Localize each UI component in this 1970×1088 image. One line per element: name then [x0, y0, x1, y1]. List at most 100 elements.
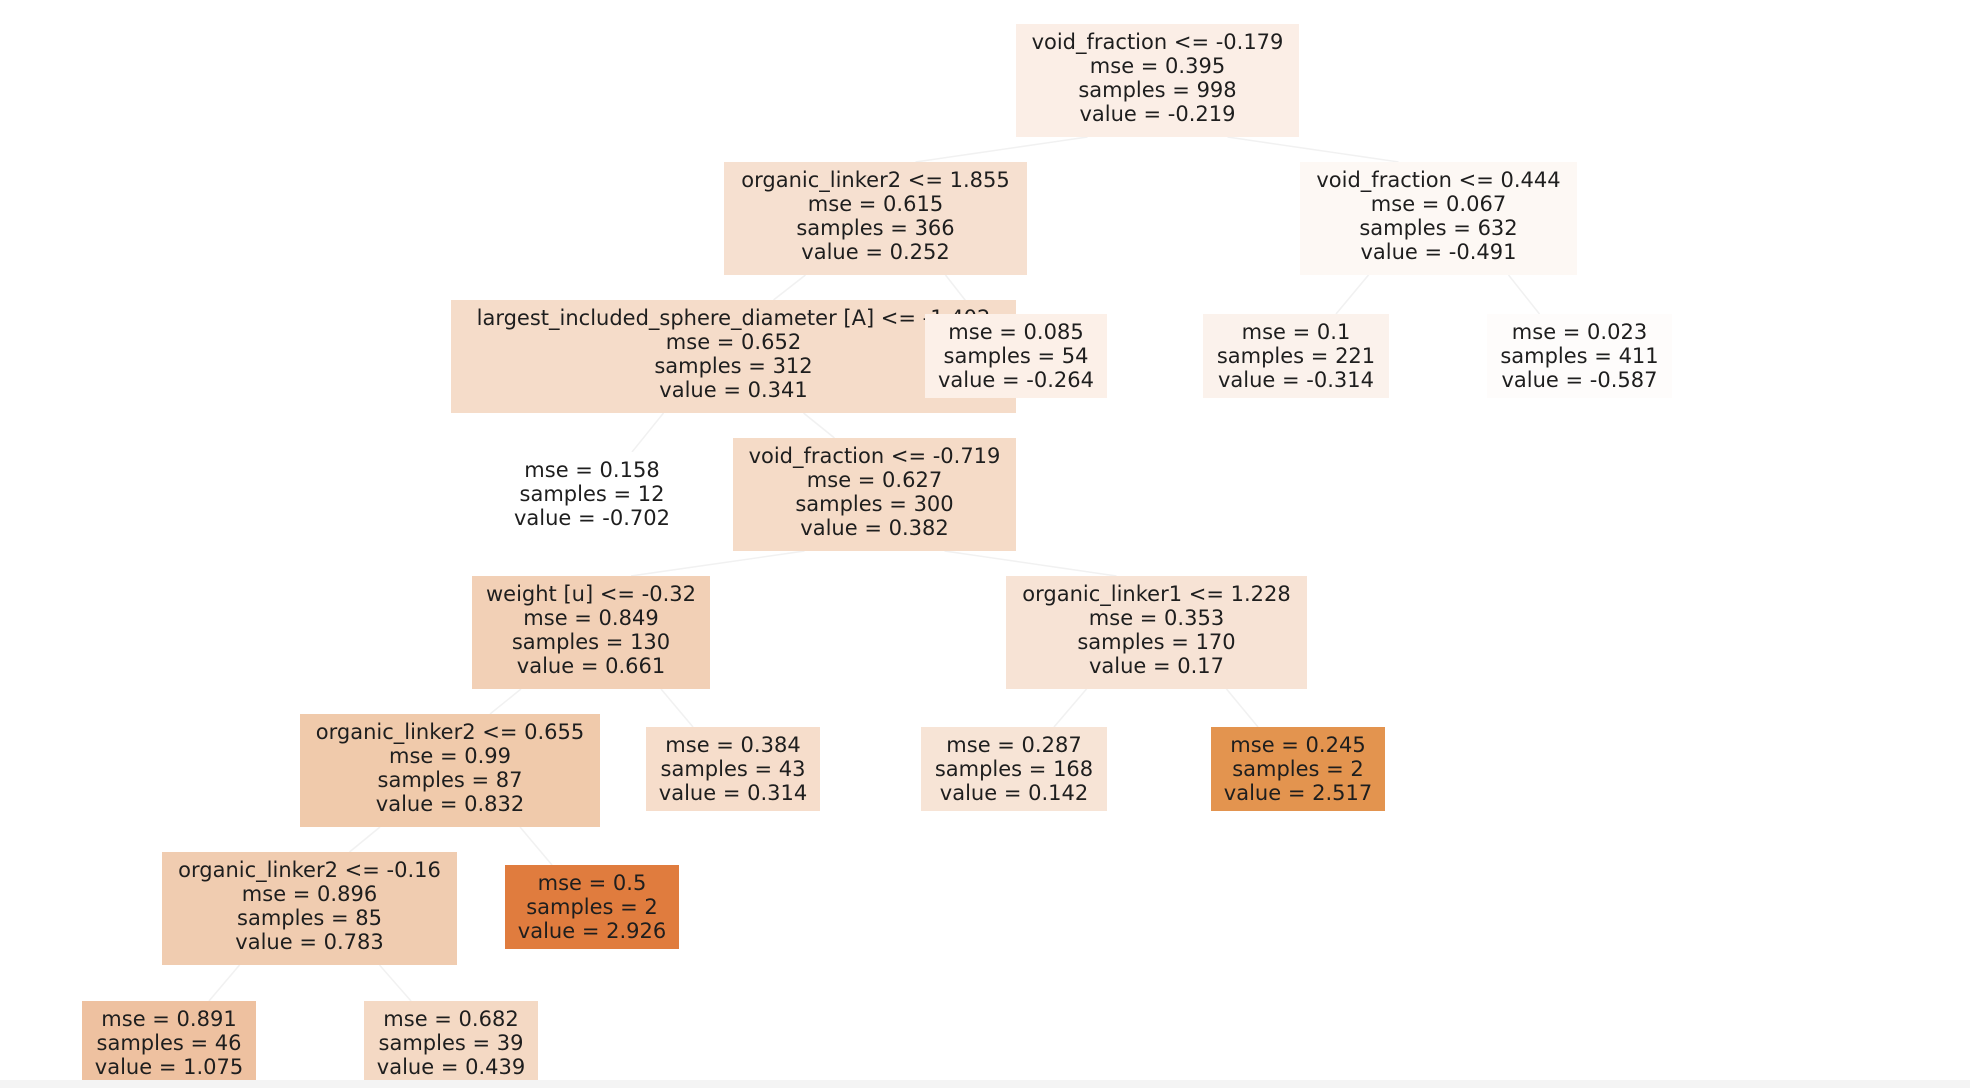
node-text-line: samples = 998	[1078, 78, 1237, 102]
tree-node: largest_included_sphere_diameter [A] <= …	[451, 300, 1016, 413]
node-text-line: samples = 221	[1216, 344, 1376, 368]
tree-edge	[803, 412, 835, 439]
node-text-line: value = -0.264	[937, 368, 1094, 392]
node-text-line: value = 2.517	[1223, 781, 1373, 805]
node-text-line: value = 0.314	[658, 781, 808, 805]
node-text-line: value = 0.252	[801, 240, 950, 264]
node-text-line: mse = 0.067	[1370, 192, 1507, 216]
node-text-line: samples = 46	[96, 1031, 242, 1055]
node-text-line: value = -0.587	[1501, 368, 1658, 392]
node-text-line: value = 0.341	[659, 378, 808, 402]
node-text-line: samples = 2	[1232, 757, 1364, 781]
tree-edge	[660, 688, 694, 728]
node-text-line: mse = 0.085	[948, 320, 1084, 344]
tree-edge	[208, 964, 241, 1002]
node-text-line: value = 2.926	[517, 919, 667, 943]
tree-edge	[1227, 136, 1399, 163]
tree-edge	[519, 826, 553, 866]
node-text-line: mse = 0.615	[807, 192, 944, 216]
tree-edge	[1053, 688, 1088, 728]
tree-edge	[378, 964, 412, 1002]
tree-edge	[915, 136, 1088, 163]
node-text-line: value = 0.832	[375, 792, 525, 816]
node-text-line: void_fraction <= -0.179	[1031, 30, 1284, 54]
tree-edge	[489, 688, 522, 715]
node-text-line: void_fraction <= 0.444	[1316, 168, 1561, 192]
node-text-line: value = 1.075	[94, 1055, 244, 1079]
node-text-line: samples = 54	[943, 344, 1089, 368]
node-text-line: value = 0.382	[800, 516, 949, 540]
tree-edge	[630, 550, 805, 577]
tree-edge	[944, 550, 1117, 577]
node-text-line: mse = 0.891	[101, 1007, 237, 1031]
tree-edge	[1335, 274, 1370, 315]
node-text-line: mse = 0.849	[523, 606, 659, 630]
node-text-line: value = -0.702	[513, 506, 670, 530]
node-text-line: mse = 0.353	[1088, 606, 1225, 630]
node-text-line: samples = 168	[934, 757, 1094, 781]
node-text-line: mse = 0.245	[1230, 733, 1366, 757]
node-text-line: mse = 0.395	[1089, 54, 1226, 78]
node-text-line: value = 0.17	[1088, 654, 1225, 678]
node-text-line: samples = 366	[796, 216, 955, 240]
node-text-line: weight [u] <= -0.32	[485, 582, 697, 606]
node-text-line: samples = 12	[519, 482, 665, 506]
node-text-line: value = 0.439	[376, 1055, 526, 1079]
node-text-line: organic_linker2 <= 1.855	[741, 168, 1010, 192]
node-text-line: organic_linker1 <= 1.228	[1022, 582, 1291, 606]
node-text-line: samples = 632	[1359, 216, 1518, 240]
node-text-line: mse = 0.023	[1511, 320, 1648, 344]
node-text-line: mse = 0.99	[388, 744, 512, 768]
node-text-line: mse = 0.5	[537, 871, 647, 895]
tree-edge	[631, 412, 665, 453]
node-text-line: samples = 2	[526, 895, 658, 919]
node-text-line: samples = 39	[378, 1031, 524, 1055]
tree-edge	[773, 274, 806, 301]
node-text-line: mse = 0.287	[946, 733, 1082, 757]
node-text-line: value = -0.314	[1217, 368, 1374, 392]
node-text-line: samples = 43	[660, 757, 806, 781]
node-text-line: mse = 0.652	[665, 330, 802, 354]
node-text-line: organic_linker2 <= -0.16	[178, 858, 441, 882]
node-text-line: samples = 87	[377, 768, 523, 792]
node-text-line: samples = 411	[1500, 344, 1659, 368]
tree-edge	[349, 826, 381, 853]
bottom-strip	[0, 1080, 1970, 1088]
tree-edge	[1507, 274, 1541, 315]
node-text-line: samples = 130	[511, 630, 671, 654]
node-text-line: samples = 170	[1077, 630, 1236, 654]
node-text-line: value = 0.783	[235, 930, 384, 954]
node-text-line: value = -0.491	[1360, 240, 1517, 264]
node-text-line: largest_included_sphere_diameter [A] <= …	[476, 306, 991, 330]
node-text-line: samples = 300	[795, 492, 954, 516]
node-text-line: samples = 312	[654, 354, 813, 378]
node-text-line: mse = 0.1	[1241, 320, 1351, 344]
node-text-line: mse = 0.682	[383, 1007, 519, 1031]
node-text-line: mse = 0.627	[806, 468, 943, 492]
tree-edge	[1225, 688, 1259, 728]
node-text-line: mse = 0.896	[241, 882, 378, 906]
node-text-line: void_fraction <= -0.719	[748, 444, 1001, 468]
node-text-line: mse = 0.384	[665, 733, 801, 757]
node-text-line: value = -0.219	[1079, 102, 1236, 126]
node-text-line: organic_linker2 <= 0.655	[315, 720, 585, 744]
